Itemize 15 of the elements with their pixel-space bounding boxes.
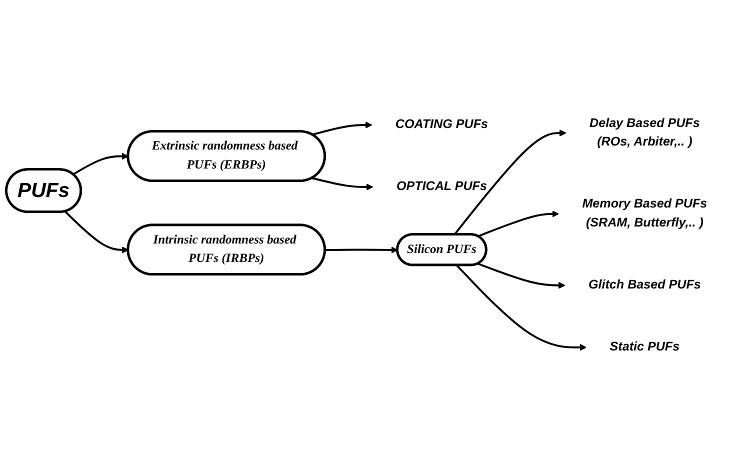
arrow xyxy=(478,262,566,289)
node-text: Delay Based PUFs (ROs, Arbiter,.. ) xyxy=(590,116,700,149)
node-text: Static PUFs xyxy=(610,340,680,354)
arrow xyxy=(312,177,374,190)
node-text: Glitch Based PUFs xyxy=(588,278,701,292)
arrow xyxy=(456,264,587,351)
arrow xyxy=(72,152,129,176)
node-text: COATING PUFs xyxy=(395,118,488,132)
node-text: OPTICAL PUFs xyxy=(396,180,487,194)
arrow xyxy=(325,246,398,254)
arrow xyxy=(312,122,372,136)
node-text: Memory Based PUFs (SRAM, Butterfly,.. ) xyxy=(582,197,708,230)
arrow xyxy=(64,210,129,254)
arrow xyxy=(454,130,566,236)
arrow xyxy=(478,210,559,238)
